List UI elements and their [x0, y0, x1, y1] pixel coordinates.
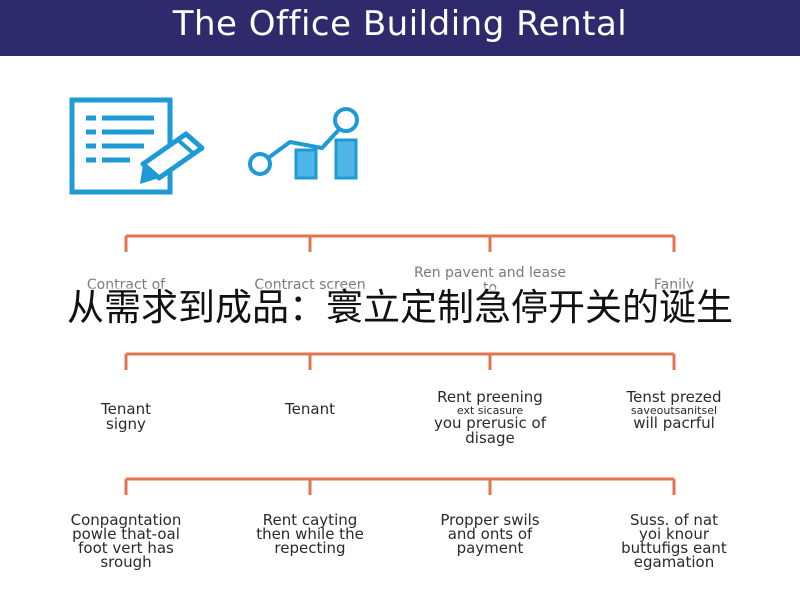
- row2-cell-4: Tenst prezed saveoutsanitsel will pacrfu…: [589, 390, 759, 431]
- row2-cell-3-line1: Rent preening: [437, 388, 543, 406]
- row3-cell-2-line3: repecting: [274, 539, 346, 557]
- page-title: The Office Building Rental: [172, 4, 628, 44]
- row3-cell-1-line4: srough: [100, 553, 152, 571]
- row3-cell-1-line2: powle that-oal: [72, 525, 180, 543]
- row3-cell-3: Propper swils and onts of payment: [405, 511, 575, 557]
- row3-cell-3-line2: and onts of: [447, 525, 533, 543]
- row2-cell-4-line2: saveoutsanitsel: [630, 404, 718, 417]
- row2-cell-4-line1: Tenst prezed: [626, 388, 722, 406]
- row3-cell-2-line1: Rent cayting: [262, 511, 358, 529]
- row2-cell-1-line1: Tenant: [101, 400, 151, 418]
- row1-cell-2: Contract screen: [254, 277, 366, 293]
- row2-cell-3-line4: disage: [465, 429, 515, 447]
- row3-cell-4-line2: yoi knour: [638, 525, 710, 543]
- row2-cell-1: Tenant signy: [41, 402, 211, 432]
- row2-cell-3-line3: you prerusic of: [433, 414, 547, 432]
- document-pencil-icon: [69, 97, 205, 195]
- row3-cell-4-line4: egamation: [633, 553, 715, 571]
- row2-cell-2-line1: Tenant: [285, 400, 335, 418]
- row1-cell-1: Contract of: [86, 277, 166, 293]
- row2-cell-4-line3: will pacrful: [633, 414, 715, 432]
- row3-cell-1-line1: Conpagntation: [70, 511, 182, 529]
- row3-cell-4: Suss. of nat yoi knour buttufigs eant eg…: [589, 511, 759, 571]
- row3-cell-1-line3: foot vert has: [78, 539, 174, 557]
- row1-cell-4: Fanily: [653, 277, 695, 293]
- overlay-caption: 从需求到成品：寰立定制急停开关的诞生: [67, 286, 733, 329]
- row3-cell-1: Conpagntation powle that-oal foot vert h…: [41, 511, 211, 571]
- row1-cell-3: Ren pavent and lease to: [414, 265, 566, 296]
- row3-cell-3-line1: Propper swils: [440, 511, 540, 529]
- header-bar: The Office Building Rental: [0, 0, 800, 56]
- row2-cell-2: Tenant: [225, 402, 395, 417]
- row3-cell-2: Rent cayting then while the repecting: [225, 511, 395, 557]
- growth-chart-icon: [248, 107, 359, 180]
- row3-cell-4-line1: Suss. of nat: [629, 511, 718, 529]
- row3-cell-4-line3: buttufigs eant: [621, 539, 727, 557]
- row2-cell-1-line2: signy: [106, 415, 146, 433]
- row3-cell-3-line3: payment: [456, 539, 524, 557]
- row2-cell-3: Rent preening ext sicasure you prerusic …: [405, 390, 575, 446]
- row3-cell-2-line2: then while the: [256, 525, 364, 543]
- row2-cell-3-line2: ext sicasure: [456, 404, 524, 417]
